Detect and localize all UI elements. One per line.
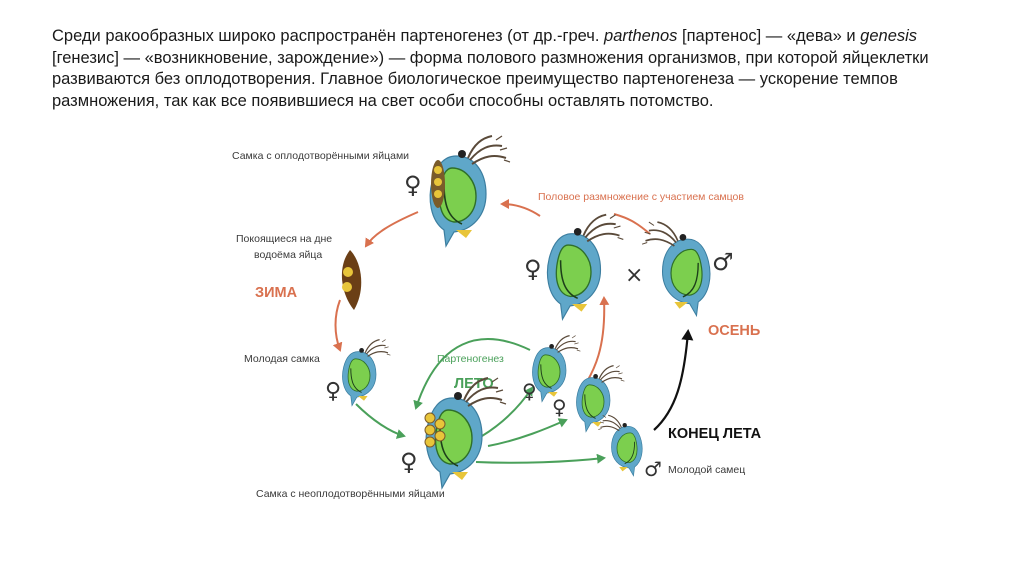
female-symbol: ♀ bbox=[404, 171, 422, 199]
arrow-segment-male bbox=[614, 214, 650, 234]
label-young-female: Молодая самка bbox=[244, 353, 320, 365]
daughter-female-daphnia-2 bbox=[577, 366, 625, 432]
female-symbol: ♀ bbox=[400, 448, 418, 476]
young-male-daphnia bbox=[598, 415, 642, 476]
female-symbol: ♀ bbox=[552, 395, 567, 419]
female-symbol: ♀ bbox=[522, 379, 537, 403]
label-parthenogenesis: Партеногенез bbox=[437, 353, 504, 365]
young-female-daphnia bbox=[343, 340, 391, 406]
label-resting-eggs-1: Покоящиеся на дне bbox=[236, 233, 332, 245]
season-end-of-summer: КОНЕЦ ЛЕТА bbox=[668, 426, 762, 442]
male-symbol: ♂ bbox=[712, 248, 734, 276]
male-symbol: ♂ bbox=[644, 457, 662, 481]
label-unfertilized-female: Самка с неоплодотворёнными яйцами bbox=[256, 488, 445, 500]
female-symbol: ♀ bbox=[524, 255, 542, 283]
label-resting-eggs-2: водоёма яйца bbox=[254, 249, 322, 261]
arrow-to-resting-eggs bbox=[366, 212, 418, 246]
label-sexual-reproduction: Половое размножение с участием самцов bbox=[538, 191, 744, 203]
fertilized-female-daphnia bbox=[430, 136, 510, 246]
daughter-female-daphnia-1 bbox=[533, 336, 581, 402]
label-young-male: Молодой самец bbox=[668, 464, 745, 476]
male-daphnia bbox=[642, 222, 710, 316]
female-symbol: ♀ bbox=[325, 379, 341, 404]
arrow-to-fertilized-female bbox=[502, 204, 540, 216]
cross-symbol: × bbox=[625, 263, 643, 288]
resting-eggs-ephippium bbox=[342, 250, 361, 310]
arrow-to-young-female bbox=[336, 300, 341, 350]
mating-female-daphnia bbox=[547, 215, 623, 320]
arrow-young-to-parthenogenetic bbox=[356, 404, 404, 436]
arrow-to-young-male bbox=[476, 458, 604, 463]
arrow-parthenogenesis-loop bbox=[416, 339, 530, 408]
unfertilized-female-daphnia bbox=[425, 378, 506, 488]
season-winter: ЗИМА bbox=[255, 285, 298, 301]
season-autumn: ОСЕНЬ bbox=[708, 323, 760, 339]
label-fertilized-female: Самка с оплодотворёнными яйцами bbox=[232, 150, 409, 162]
arrow-end-of-summer-to-autumn bbox=[654, 332, 688, 430]
